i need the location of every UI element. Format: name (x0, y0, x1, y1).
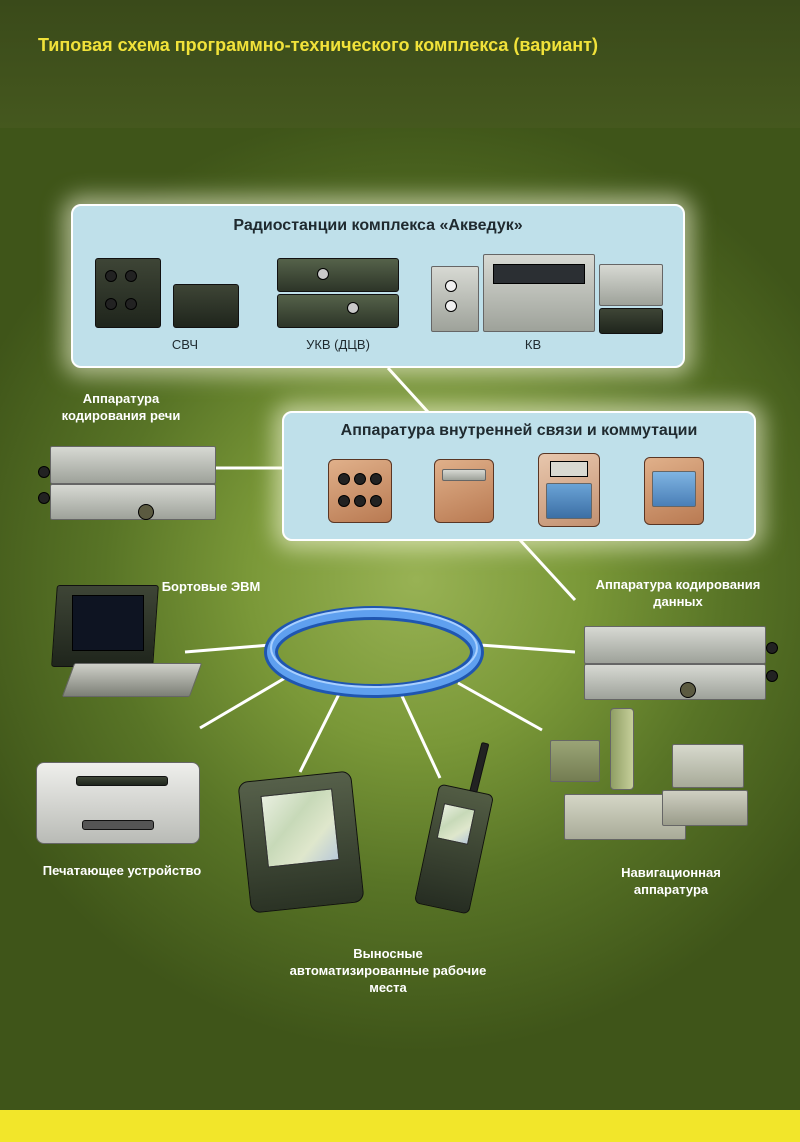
speech-coding-label: Аппаратура кодирования речи (46, 390, 196, 424)
hf-label: КВ (503, 337, 563, 352)
shf-radio-device (95, 258, 245, 328)
remote-workstations-label: Выносные автоматизированные рабочие мест… (288, 945, 488, 996)
radio-panel-title: Радиостанции комплекса «Акведук» (73, 217, 683, 235)
connector-ring-tablet (300, 692, 340, 772)
intercom-unit-2 (434, 459, 498, 523)
handheld-terminal-device (420, 742, 496, 912)
navigation-label: Навигационная аппаратура (596, 864, 746, 898)
data-coding-label: Аппаратура кодирования данных (578, 576, 778, 610)
connector-ring-data (480, 645, 575, 652)
vhf-radio-device (277, 258, 399, 328)
vhf-label: УКВ (ДЦВ) (278, 337, 398, 352)
intercom-unit-4 (644, 457, 708, 527)
intercom-panel-title: Аппаратура внутренней связи и коммутации (284, 422, 754, 440)
connector-radio-intercom (388, 368, 428, 412)
rugged-tablet-device (244, 776, 360, 910)
radio-stations-panel: Радиостанции комплекса «Акведук» СВЧ УКВ… (71, 204, 685, 368)
printer-label: Печатающее устройство (42, 862, 202, 879)
intercom-unit-1 (328, 459, 392, 523)
connector-intercom-data (520, 540, 575, 600)
shf-label: СВЧ (155, 337, 215, 352)
intercom-switching-panel: Аппаратура внутренней связи и коммутации (282, 411, 756, 541)
speech-coding-device (38, 446, 218, 526)
connector-ring-navigation (458, 683, 542, 730)
connector-ring-computers (185, 645, 270, 652)
printer-device (36, 762, 200, 844)
intercom-unit-3 (538, 453, 604, 529)
onboard-computer-device (44, 585, 196, 705)
navigation-device (544, 708, 754, 858)
data-coding-device (570, 626, 780, 706)
connector-ring-printer (200, 678, 285, 728)
hf-radio-device (431, 254, 671, 334)
network-ring (271, 609, 477, 691)
